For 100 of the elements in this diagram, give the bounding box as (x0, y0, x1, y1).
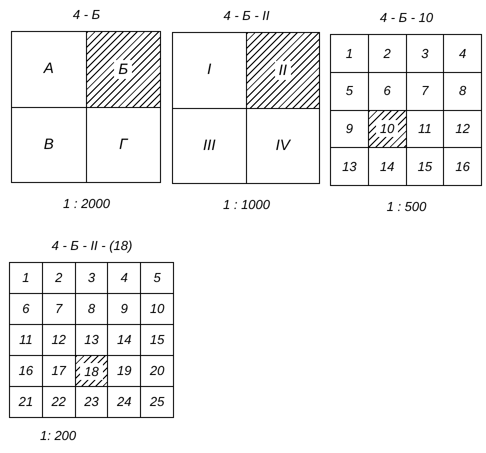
sheet-cell (141, 294, 174, 325)
sheet-cell (331, 148, 369, 186)
sheet-cell (76, 387, 108, 418)
sheet-cell (10, 263, 43, 294)
hatched-sheet-cell (368, 110, 406, 148)
sheet-cell (246, 108, 320, 184)
cell-label: 24 (116, 393, 133, 412)
cell-label: 16 (454, 158, 471, 176)
cell-label: 2 (54, 269, 64, 288)
cell-label: 15 (416, 158, 434, 176)
cell-label: 11 (417, 120, 433, 138)
sheet-title: 4 - Б - II - (18) (50, 237, 134, 255)
cell-label: 10 (376, 120, 398, 138)
cell-label: 4 (120, 269, 129, 288)
sheet-cell (141, 325, 174, 356)
sheet-cell (10, 294, 43, 325)
sheet-cell (368, 148, 406, 186)
cell-label: 15 (148, 331, 166, 350)
sheet-cell (76, 263, 108, 294)
cell-label: 1 (21, 269, 31, 288)
cell-label: 19 (116, 362, 133, 380)
sheet-cell (42, 263, 76, 294)
cell-label: 10 (148, 300, 166, 318)
scale-label: 1: 200 (40, 426, 76, 444)
cell-label: 7 (54, 300, 64, 318)
sheet-cell (108, 356, 142, 387)
cell-label: 11 (18, 331, 34, 350)
sheet-cell (331, 110, 369, 148)
sheet-cell (368, 72, 406, 110)
sheet-cell (108, 263, 142, 294)
sheet-cell (141, 356, 174, 387)
sheet-cell (173, 108, 246, 184)
sheet-cell (406, 35, 444, 73)
sheet-cell (331, 35, 369, 73)
cell-label: 5 (344, 82, 354, 100)
cell-label: III (202, 136, 216, 156)
cell-label: 5 (152, 269, 162, 288)
sheet-title: 4 - Б - 10 (378, 9, 434, 27)
cell-label: 12 (454, 120, 471, 138)
cell-label: 22 (50, 393, 67, 412)
sheet-cell (368, 35, 406, 73)
cell-label: Г (118, 134, 130, 154)
cell-label: 16 (18, 362, 34, 380)
sheet-cell (444, 110, 482, 148)
cell-label: 1 (344, 44, 354, 63)
cell-label: 13 (341, 158, 358, 176)
cell-label: I (206, 60, 212, 80)
scale-label: 1 : 1000 (222, 196, 271, 214)
sheet-cell (10, 325, 43, 356)
cell-label: 7 (420, 82, 430, 100)
cell-label: 21 (18, 393, 34, 412)
sheet-cell (42, 387, 76, 418)
cell-label: 3 (86, 269, 96, 288)
sheet-cell (42, 325, 76, 356)
cell-label: 3 (420, 44, 430, 63)
cell-label: 4 (458, 44, 468, 63)
sheet-cell (76, 325, 108, 356)
cell-label: 9 (120, 300, 129, 318)
cell-label: 9 (344, 120, 354, 138)
cell-label: 23 (83, 393, 100, 412)
sheet-cell (444, 148, 482, 186)
cell-label: 25 (148, 393, 166, 412)
cell-label: 8 (458, 82, 468, 100)
cell-label: 12 (50, 331, 67, 350)
sheet-cell (406, 148, 444, 186)
cell-label: 6 (382, 82, 392, 100)
cell-label: В (42, 134, 55, 154)
sheet-cell (141, 387, 174, 418)
sheet-cell (10, 387, 43, 418)
sheet-title: 4 - Б - II (222, 7, 271, 25)
sheet-cell (331, 72, 369, 110)
sheet-cell (108, 325, 142, 356)
sheet-cell (86, 108, 161, 183)
sheet-cell (141, 263, 174, 294)
cell-label: 18 (80, 362, 103, 380)
cell-label: 14 (378, 158, 396, 176)
sheet-cell (444, 72, 482, 110)
scale-label: 1 : 2000 (62, 194, 111, 212)
sheet-cell (42, 356, 76, 387)
cell-label: 2 (382, 44, 392, 63)
hatched-sheet-cell (86, 32, 161, 108)
sheet-cell (76, 294, 108, 325)
sheet-cell (42, 294, 76, 325)
cell-label: IV (274, 136, 292, 156)
cell-label: 6 (21, 300, 31, 318)
sheet-cell (406, 110, 444, 148)
sheet-cell (12, 32, 86, 108)
sheet-cell (406, 72, 444, 110)
cell-label: А (42, 59, 55, 79)
scale-label: 1 : 500 (386, 198, 428, 216)
cell-label: II (274, 60, 291, 80)
cell-label: Б (114, 60, 132, 79)
hatched-sheet-cell (246, 33, 320, 108)
sheet-cell (108, 294, 142, 325)
cell-label: 14 (116, 331, 133, 350)
sheet-cell (10, 356, 43, 387)
cell-label: 20 (148, 362, 166, 380)
sheet-title: 4 - Б (72, 6, 102, 24)
sheet-cell (108, 387, 142, 418)
sheet-cell (12, 108, 86, 183)
